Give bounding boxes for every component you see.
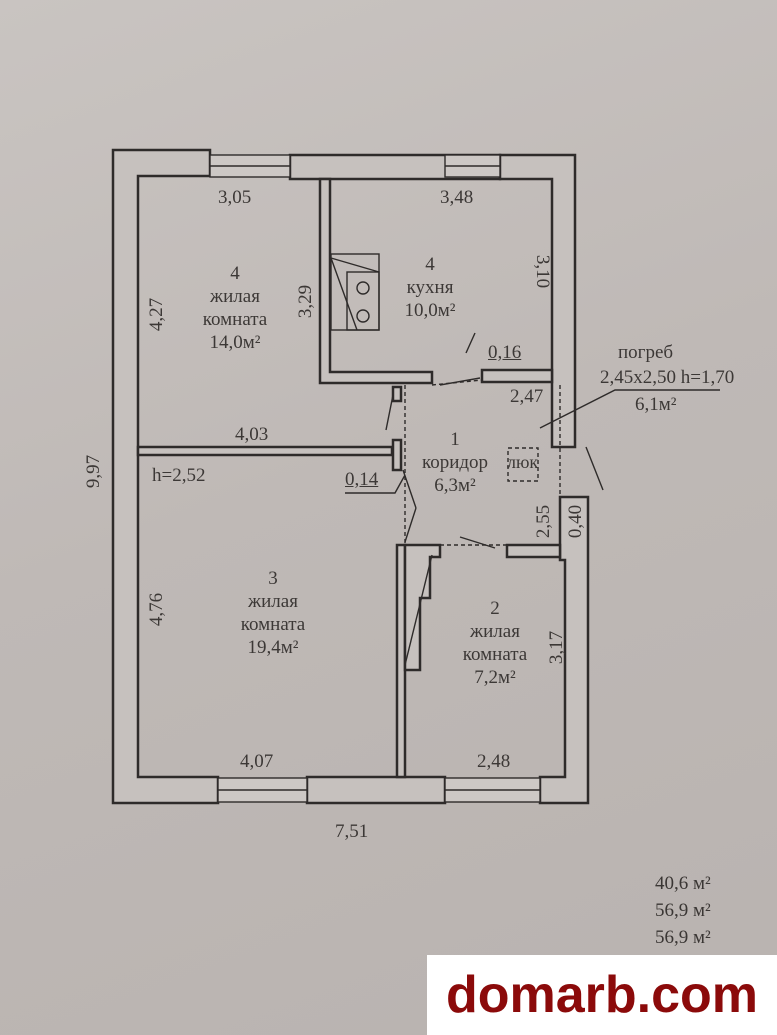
room-number: 4 [230,263,240,284]
area-totals: 40,6 м² 56,9 м² 56,9 м² [655,870,711,951]
dim-kitchen-wall: 0,16 [488,342,522,363]
partition-leader-line [345,474,406,494]
dim-wall-040: 0,40 [565,504,587,539]
dim-corridor-top: 2,47 [510,386,544,407]
room-area: 10,0м² [404,300,456,321]
outer-wall-bottom-middle [305,775,447,805]
room2-wall-stub [505,543,562,559]
dim-room4-left: 4,27 [146,297,168,332]
room-corridor-label: 1 коридор 6,3м² [405,428,505,497]
room-name-line2: комната [202,309,268,330]
room-name-line1: жилая [470,621,520,642]
dim-kitchen-left: 3,29 [295,284,317,319]
total-area: 56,9 м² [655,900,711,921]
wardrobe [403,543,442,672]
dim-room3-left: 4,76 [146,592,168,627]
dim-room4-top: 3,05 [218,187,252,208]
room-number: 3 [268,568,278,589]
room-4-living-label: 4 жилая комната 14,0м² [170,262,300,354]
kitchen-wall-right-stub [480,368,554,384]
room-name-line2: комната [240,614,306,635]
room-name-line1: жилая [210,286,260,307]
corridor-boundary [431,379,483,386]
dim-kitchen-top: 3,48 [440,187,474,208]
cellar-dimensions: 2,45x2,50 h=1,70 [600,367,735,388]
wardrobe-diagonal [404,554,433,666]
door-room-4 [385,394,394,431]
room-name: кухня [406,277,454,298]
wall-thickness-leader [465,332,476,354]
door-entrance [585,446,604,491]
room-number: 1 [450,429,460,450]
room-number: 2 [490,598,500,619]
watermark-text: domarb.com [445,966,759,1024]
dim-overall-height: 9,97 [83,454,105,489]
room-name-line1: жилая [248,591,298,612]
room-2-living-label: 2 жилая комната 7,2м² [440,597,550,689]
dim-corridor-right: 2,55 [533,504,555,539]
room-area: 19,4м² [247,637,299,658]
partition-room2-room3 [395,543,407,779]
window-top-left [209,154,291,178]
outer-wall-right-lower [538,495,590,805]
window-bottom-right [444,777,541,803]
cellar-leader-line [539,389,720,429]
kitchen-wall [318,177,434,385]
stove-icon [330,253,380,331]
watermark-banner: domarb.com [427,955,777,1035]
dim-kitchen-right: 3,10 [532,254,554,289]
window-bottom-left [217,777,308,803]
dim-partition: 0,14 [345,469,379,490]
partition-post [391,438,403,472]
dim-overall-width: 7,51 [335,821,369,842]
room-3-living-label: 3 жилая комната 19,4м² [208,567,338,659]
partition-post-upper [391,385,403,403]
outer-wall-right [498,153,577,449]
room-area: 7,2м² [474,667,516,688]
hatch-outline [507,447,539,482]
cellar-area: 6,1м² [635,394,677,415]
dim-room4-bottom: 4,03 [235,424,269,445]
total-living-area: 40,6 м² [655,873,711,894]
room-name-line2: комната [462,644,528,665]
cellar-label: погреб [618,342,674,363]
room-kitchen-label: 4 кухня 10,0м² [380,253,480,322]
door-room-3 [402,469,417,509]
door-room-2 [459,536,496,549]
room-name: коридор [421,452,489,473]
door-room-3-leaf [404,507,417,543]
room-area: 6,3м² [434,475,476,496]
partition-wall [136,445,394,457]
door-kitchen [439,377,481,386]
ceiling-height: h=2,52 [152,465,206,486]
room-number: 4 [425,254,435,275]
dim-room2-bottom: 2,48 [477,751,511,772]
dim-room2-right: 3,17 [546,630,568,665]
room-area: 14,0м² [209,332,261,353]
window-top-right [444,154,501,178]
dim-room3-bottom: 4,07 [240,751,274,772]
hatch-label: люк [507,452,539,472]
total-area-2: 56,9 м² [655,927,711,948]
